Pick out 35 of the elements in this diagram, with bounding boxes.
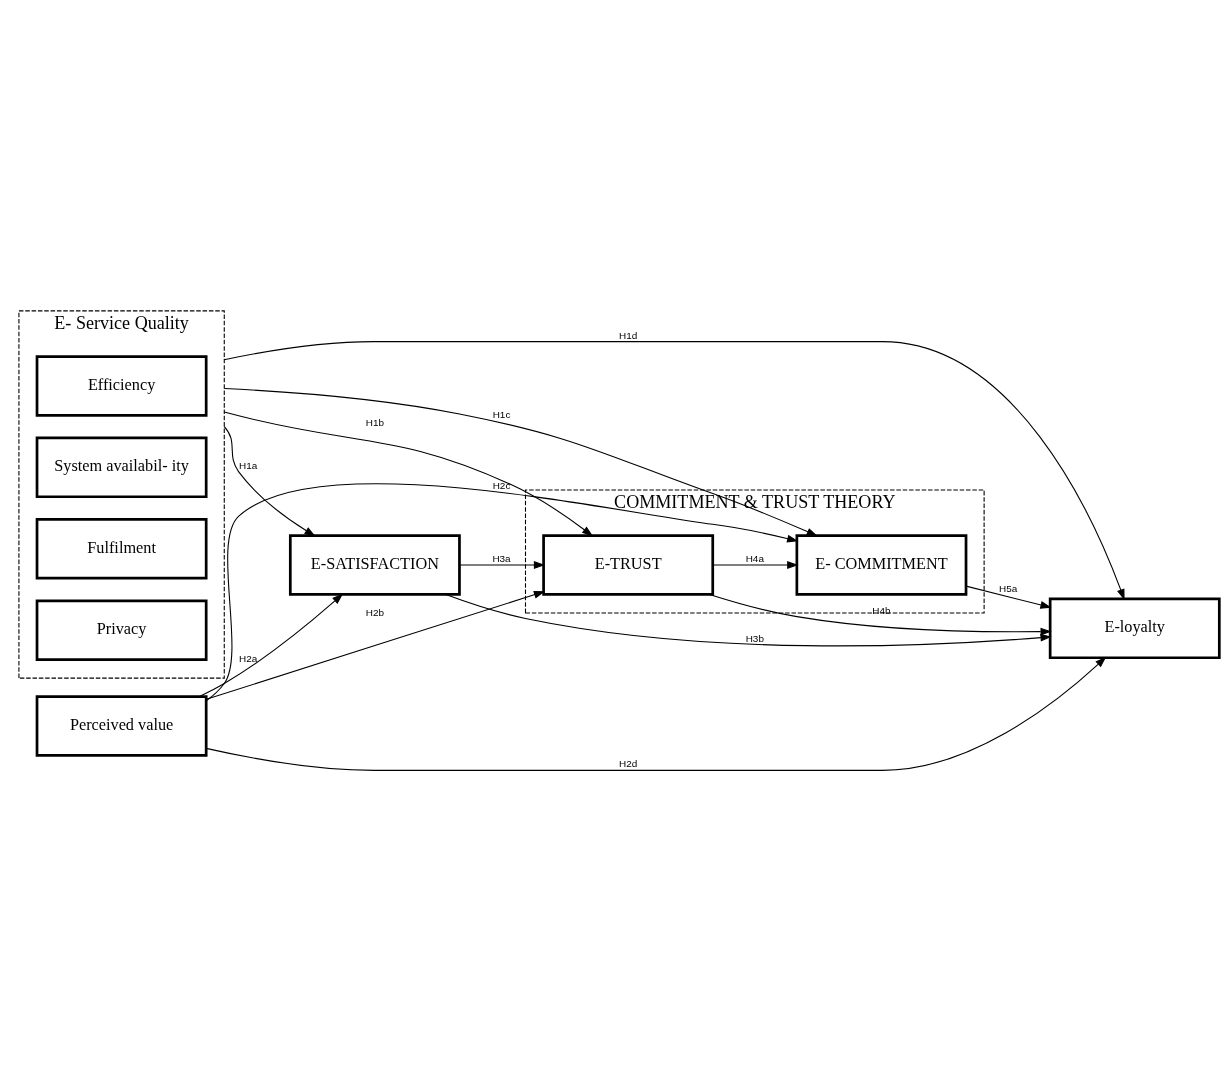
arrow <box>198 593 344 697</box>
edge-label: H4b <box>872 604 891 616</box>
edge-label: H4a <box>745 552 764 564</box>
edge-label: H5a <box>998 582 1018 594</box>
node-box: E- COMMITMENT <box>795 533 968 596</box>
node-box: System availabil- ity <box>35 436 208 498</box>
arrow <box>223 425 316 536</box>
edge-label: H1a <box>239 459 258 471</box>
arrow <box>223 411 594 537</box>
arrow <box>223 340 1125 600</box>
edge-label: H1c <box>492 408 511 420</box>
arrow <box>205 656 1107 771</box>
node-box: Efficiency <box>35 354 208 417</box>
edge-label: H1b <box>365 416 384 428</box>
arrow <box>709 593 1052 636</box>
node-box: Perceived value <box>35 694 208 757</box>
arrow <box>205 590 546 700</box>
edge-label: H2a <box>239 652 258 664</box>
edge-label: H2b <box>365 606 384 618</box>
arrow <box>712 560 799 569</box>
edge-label: H3b <box>745 632 764 644</box>
edge-label: H1d <box>619 329 638 341</box>
node-box: Privacy <box>35 598 208 661</box>
node-box: Fulfilment <box>35 517 208 579</box>
node-box: E-loyalty <box>1048 597 1221 659</box>
node-box: E-SATISFACTION <box>288 533 461 596</box>
edge-label: H3a <box>492 552 511 564</box>
node-box: E-TRUST <box>542 533 715 596</box>
arrow <box>965 585 1052 609</box>
arrow <box>445 593 1052 646</box>
edge-label: H2d <box>619 757 638 769</box>
arrow <box>223 387 818 536</box>
arrow <box>205 482 799 701</box>
edge-label: H2c <box>492 479 511 491</box>
arrow <box>458 560 546 569</box>
